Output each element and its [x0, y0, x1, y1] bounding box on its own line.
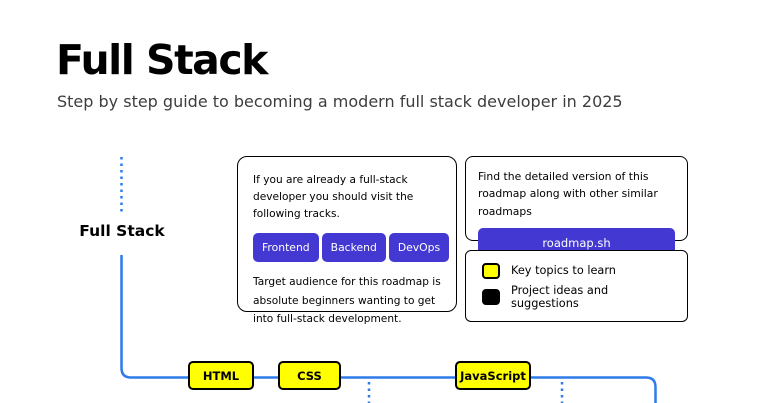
node-css[interactable]: CSS	[278, 361, 341, 390]
track-button-devops[interactable]: DevOps	[388, 233, 450, 263]
track-buttons-row: Frontend Backend DevOps	[253, 233, 450, 263]
page-subtitle: Step by step guide to becoming a modern …	[57, 92, 623, 111]
legend-item-key-topics: Key topics to learn	[482, 262, 673, 279]
tracks-intro-text: If you are already a full-stack develope…	[253, 174, 414, 221]
legend-item-label: Project ideas and suggestions	[511, 283, 609, 310]
root-node-label: Full Stack	[79, 222, 165, 240]
track-button-frontend[interactable]: Frontend	[253, 233, 319, 263]
page-title: Full Stack	[56, 36, 268, 84]
key-topics-swatch	[482, 262, 500, 279]
tracks-info-card: If you are already a full-stack develope…	[237, 156, 457, 325]
track-button-backend[interactable]: Backend	[321, 233, 386, 263]
main-connector-path	[120, 255, 657, 403]
node-javascript[interactable]: JavaScript	[455, 361, 531, 390]
legend-card: Key topics to learn Project ideas and su…	[465, 250, 688, 322]
detail-text: Find the detailed version of this roadma…	[478, 170, 658, 218]
legend-item-project-ideas: Project ideas and suggestions	[482, 284, 673, 310]
node-html[interactable]: HTML	[188, 361, 254, 390]
detail-info-card: Find the detailed version of this roadma…	[465, 156, 688, 258]
legend-item-label: Key topics to learn	[511, 264, 616, 277]
tracks-audience-text: Target audience for this roadmap is abso…	[253, 276, 441, 325]
project-ideas-swatch	[482, 288, 500, 305]
